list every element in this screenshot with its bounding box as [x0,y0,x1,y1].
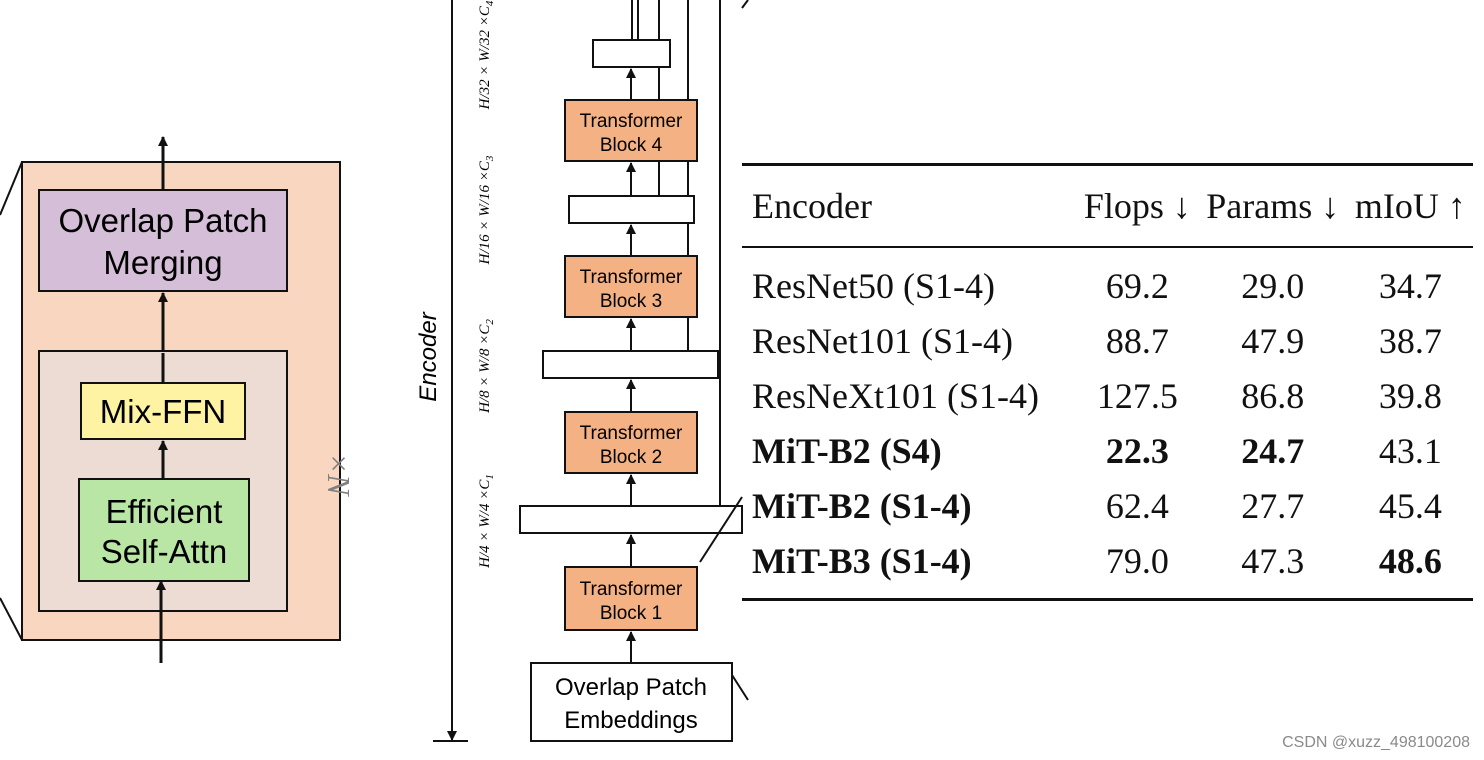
feature-map-stage1 [519,505,743,534]
cell-miou: 34.7 [1378,265,1442,306]
block-1-line2: Block 1 [600,603,662,624]
feature-map-stage3 [568,195,695,224]
cell-params: 29.0 [1241,265,1305,306]
feature-map-stage2 [542,350,719,379]
cell-encoder: MiT-B3 (S1-4) [752,540,972,581]
cell-flops: 127.5 [1096,375,1178,416]
encoder-stack: Transformer Block 4 Transformer Block 3 … [519,0,749,742]
cell-encoder: MiT-B2 (S1-4) [752,485,972,526]
embeddings-line2: Embeddings [564,707,697,734]
stage-dims-4: H/4 × W/4 ×C1 [477,474,496,569]
cell-miou: 48.6 [1378,540,1442,581]
zoom-line-right-mid [699,496,743,563]
cell-encoder: ResNet101 (S1-4) [752,320,1013,361]
cell-miou: 45.4 [1378,485,1442,526]
attn-label-line1: Efficient [106,493,223,530]
cell-params: 47.9 [1241,320,1305,361]
table-row: ResNeXt101 (S1-4) 127.5 86.8 39.8 [742,368,1473,423]
stage-dims-2: H/16 × W/16 ×C3 [477,155,496,265]
zoom-line-bottom [0,597,23,641]
feature-map-stage4 [592,39,671,68]
table-header-row: Encoder Flops ↓ Params ↓ mIoU ↑ [742,164,1473,247]
transformer-block-2 [564,411,698,474]
transformer-block-1 [564,566,698,631]
cell-flops: 88.7 [1105,320,1169,361]
cell-miou: 39.8 [1378,375,1442,416]
header-params: Params ↓ [1206,186,1340,226]
transformer-block-4 [564,99,698,162]
merge-label-line2: Merging [103,244,222,281]
zoom-line-right-bottom [731,674,749,701]
attn-label-line2: Self-Attn [101,533,228,570]
block-2-line1: Transformer [580,423,683,444]
table-row: MiT-B2 (S1-4) 62.4 27.7 45.4 [742,478,1473,533]
cell-flops: 69.2 [1105,265,1169,306]
block-3-line2: Block 3 [600,291,662,312]
table-row: ResNet50 (S1-4) 69.2 29.0 34.7 [742,247,1473,313]
block-4-line1: Transformer [580,111,683,132]
cell-params: 47.3 [1241,540,1305,581]
header-flops: Flops ↓ [1083,186,1191,226]
cell-params: 24.7 [1241,430,1305,471]
block-3-line1: Transformer [580,267,683,288]
cell-encoder: ResNeXt101 (S1-4) [752,375,1039,416]
stage-dims-3: H/8 × W/8 ×C2 [477,319,496,414]
encoder-axis-label: Encoder [415,311,442,401]
overlap-patch-merging-box [38,189,288,292]
encoder-axis: Encoder H/32 × W/32 ×C4 H/16 × W/16 ×C3 … [415,0,496,742]
table-row: ResNet101 (S1-4) 88.7 47.9 38.7 [742,313,1473,368]
mix-ffn-label: Mix-FFN [100,393,226,430]
zoom-line-top [0,161,23,216]
block-1-line1: Transformer [580,579,683,600]
table-row: MiT-B3 (S1-4) 79.0 47.3 48.6 [742,533,1473,600]
efficient-self-attn-box [78,478,250,582]
embeddings-line1: Overlap Patch [555,674,707,701]
cell-params: 27.7 [1241,485,1305,526]
table-row: MiT-B2 (S4) 22.3 24.7 43.1 [742,423,1473,478]
watermark: CSDN @xuzz_498100208 [1282,734,1470,751]
stage-dims-1: H/32 × W/32 ×C4 [477,0,496,110]
transformer-block-3 [564,255,698,318]
cell-flops: 79.0 [1105,540,1169,581]
transformer-block-detail: Overlap Patch Merging Mix-FFN Efficient … [0,136,357,663]
zoom-line-right-top [741,0,749,9]
merge-label-line1: Overlap Patch [58,202,267,239]
block-2-line2: Block 2 [600,447,662,468]
cell-flops: 62.4 [1105,485,1169,526]
cell-encoder: MiT-B2 (S4) [752,430,942,471]
header-encoder: Encoder [752,186,872,226]
results-table: Encoder Flops ↓ Params ↓ mIoU ↑ ResNet50… [742,163,1473,601]
cell-params: 86.8 [1241,375,1305,416]
cell-miou: 43.1 [1378,430,1442,471]
repeat-label: ×N [321,453,357,498]
cell-miou: 38.7 [1378,320,1442,361]
header-miou: mIoU ↑ [1354,186,1466,226]
block-4-line2: Block 4 [600,135,663,156]
cell-encoder: ResNet50 (S1-4) [752,265,995,306]
cell-flops: 22.3 [1105,430,1169,471]
